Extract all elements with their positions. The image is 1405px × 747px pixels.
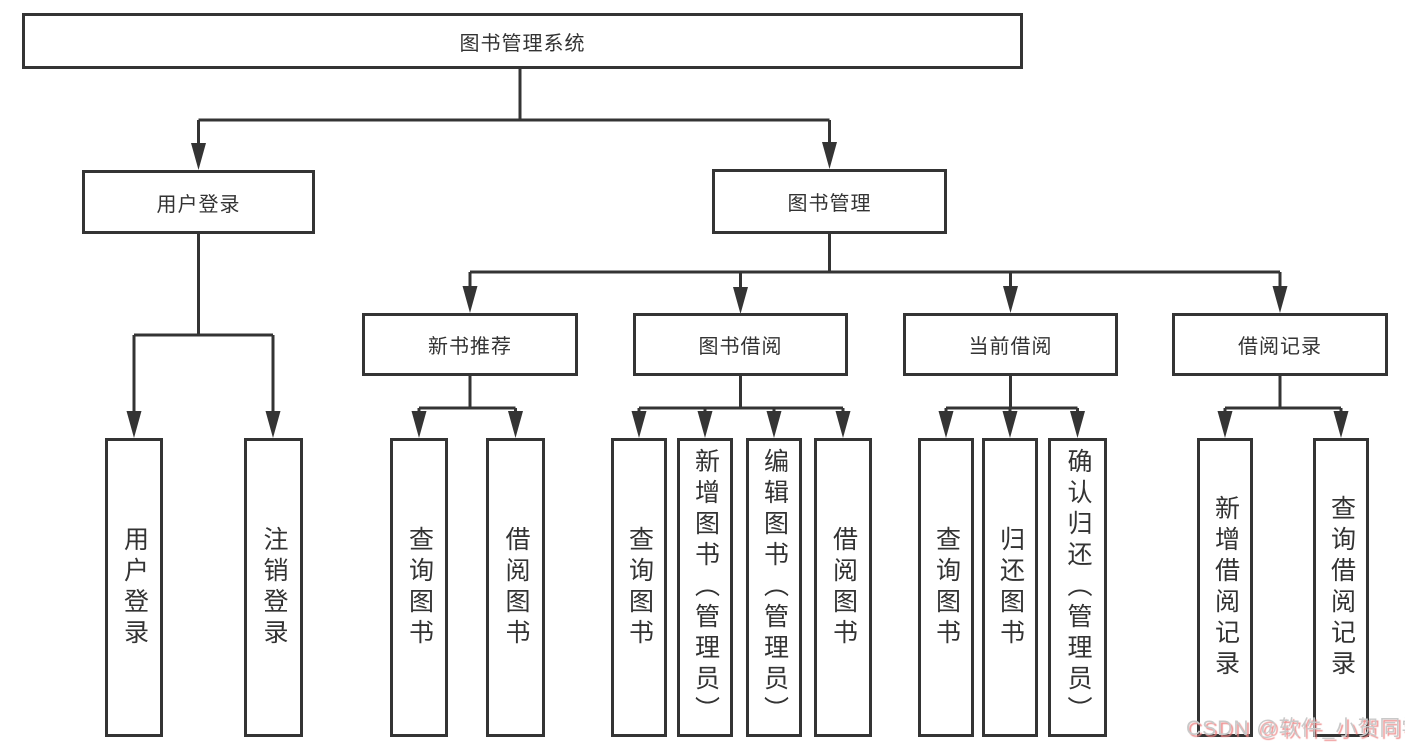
node-book-management-label: 图书管理: [787, 193, 872, 215]
leaf-add-book-admin: 新增图书（管理员）: [677, 438, 733, 737]
leaf-query-books-current: 查询图书: [918, 438, 974, 737]
node-borrow-records: 借阅记录: [1172, 313, 1388, 376]
csdn-watermark: CSDN @软件_小贺同学: [1186, 717, 1405, 740]
leaf-borrow-books-recommend-label: 借阅图书: [502, 525, 530, 650]
node-book-borrow: 图书借阅: [633, 313, 848, 376]
leaf-confirm-return-admin-label: 确认归还（管理员）: [1064, 448, 1092, 727]
leaf-query-borrow-record-label: 查询借阅记录: [1327, 494, 1356, 681]
leaf-logout-label: 注销登录: [260, 525, 288, 650]
node-current-borrow: 当前借阅: [903, 313, 1118, 376]
node-book-management: 图书管理: [712, 169, 947, 234]
leaf-query-borrow-record: 查询借阅记录: [1313, 438, 1369, 737]
leaf-borrow-books-recommend: 借阅图书: [486, 438, 545, 737]
leaf-query-books-recommend-label: 查询图书: [405, 525, 434, 650]
leaf-user-login-label: 用户登录: [120, 525, 149, 650]
leaf-return-book-label: 归还图书: [996, 525, 1025, 650]
leaf-borrow-books-label: 借阅图书: [829, 525, 858, 650]
leaf-add-borrow-record: 新增借阅记录: [1197, 438, 1253, 737]
leaf-edit-book-admin-label: 编辑图书（管理员）: [760, 448, 789, 727]
leaf-query-books-recommend: 查询图书: [390, 438, 448, 737]
leaf-query-books-current-label: 查询图书: [932, 525, 961, 650]
leaf-confirm-return-admin: 确认归还（管理员）: [1048, 438, 1107, 737]
node-root-label: 图书管理系统: [459, 32, 586, 55]
leaf-return-book: 归还图书: [982, 438, 1038, 737]
node-user-login-label: 用户登录: [156, 193, 241, 216]
leaf-edit-book-admin: 编辑图书（管理员）: [746, 438, 802, 737]
node-new-book-recommend-label: 新书推荐: [428, 336, 512, 358]
leaf-add-book-admin-label: 新增图书（管理员）: [691, 448, 720, 727]
node-root: 图书管理系统: [22, 13, 1023, 69]
node-new-book-recommend: 新书推荐: [362, 313, 578, 376]
leaf-query-books-borrow: 查询图书: [611, 438, 667, 737]
leaf-logout: 注销登录: [244, 438, 303, 737]
node-book-borrow-label: 图书借阅: [698, 336, 783, 358]
leaf-query-books-borrow-label: 查询图书: [625, 525, 654, 650]
leaf-borrow-books: 借阅图书: [814, 438, 872, 737]
node-user-login: 用户登录: [82, 170, 315, 234]
leaf-add-borrow-record-label: 新增借阅记录: [1211, 494, 1240, 681]
leaf-user-login: 用户登录: [105, 438, 163, 737]
node-current-borrow-label: 当前借阅: [968, 336, 1053, 358]
node-borrow-records-label: 借阅记录: [1238, 336, 1322, 358]
